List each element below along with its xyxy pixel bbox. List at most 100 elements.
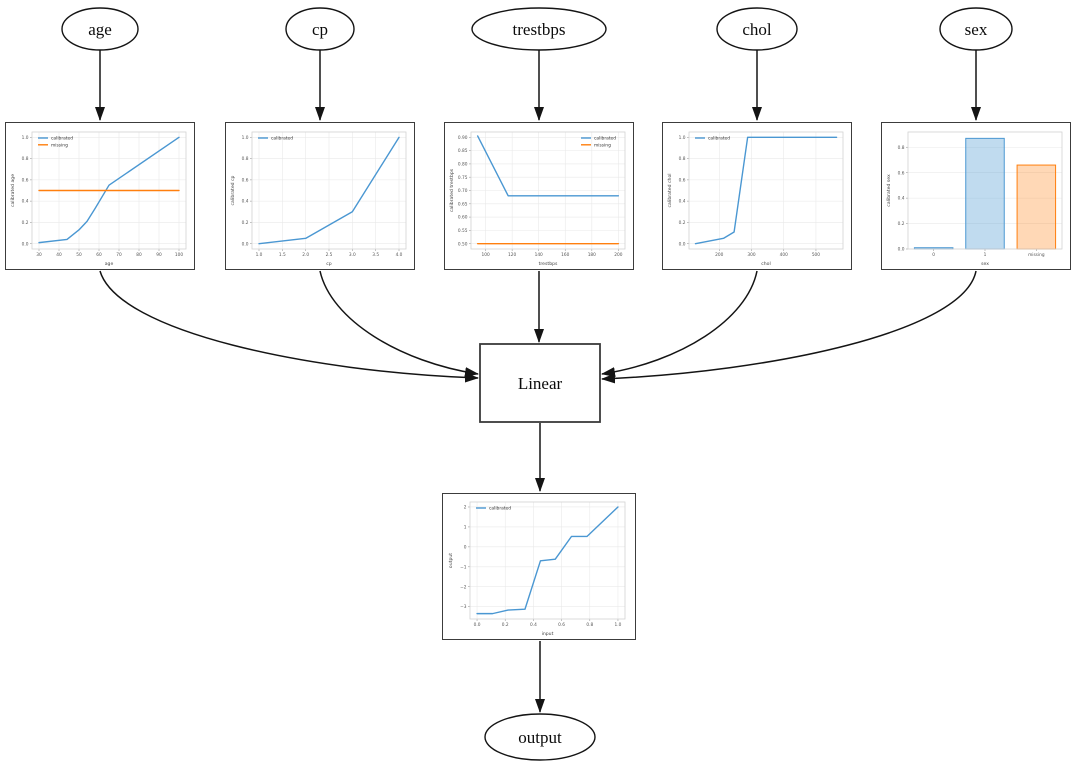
- series-line-calibrated: [476, 135, 620, 197]
- x-tick-label: 140: [535, 252, 543, 258]
- y-tick-label: 0.0: [679, 241, 686, 247]
- plot-border: [31, 131, 187, 250]
- y-axis-label: calibrated cp: [230, 175, 236, 205]
- y-axis-label: calibrated age: [10, 174, 16, 207]
- y-tick-label: 0.8: [22, 156, 29, 162]
- x-tick-label: 0.4: [530, 622, 537, 628]
- plot-border: [251, 131, 407, 250]
- y-tick-label: 0.8: [898, 145, 905, 151]
- y-tick-label: 0.6: [898, 170, 905, 176]
- y-tick-label: 0.4: [898, 196, 905, 202]
- x-tick-label: 30: [36, 252, 42, 258]
- x-tick-label: 120: [508, 252, 516, 258]
- node-output: [484, 713, 596, 761]
- series-line-calibrated: [258, 136, 400, 245]
- y-tick-label: 1.0: [679, 135, 686, 141]
- x-tick-label: 70: [116, 252, 122, 258]
- node-cp: [285, 7, 355, 51]
- node-chol: [716, 7, 798, 51]
- series-line-calibrated: [476, 506, 619, 615]
- y-tick-label: 0: [464, 544, 467, 550]
- x-axis-label: age: [105, 262, 114, 267]
- x-tick-label: 2.5: [326, 252, 333, 258]
- x-tick-label: 160: [561, 252, 569, 258]
- y-tick-label: 0.0: [898, 247, 905, 253]
- y-axis-label: calibrated chol: [667, 173, 673, 207]
- edge-cp-plot-to-linear: [319, 270, 479, 377]
- legend-label-calibrated: calibrated: [51, 136, 73, 142]
- x-tick-label: 0: [932, 252, 935, 258]
- y-axis-label: calibrated sex: [886, 174, 892, 207]
- plot-border: [907, 131, 1063, 250]
- series-line-calibrated: [694, 136, 838, 245]
- node-chol-label: chol: [742, 20, 772, 39]
- y-tick-label: 0.4: [22, 199, 29, 205]
- x-tick-label: 200: [614, 252, 622, 258]
- plot-border: [469, 501, 626, 620]
- plot-border: [470, 131, 626, 250]
- calibrator-plot-sex: 0 1 missing 0.0 0.2 0.4 0.6 0.8 sex calibrated se…: [881, 122, 1071, 270]
- legend-label-calibrated: calibrated: [708, 136, 730, 142]
- y-tick-label: 0.70: [458, 188, 468, 194]
- y-tick-label: 0.4: [679, 199, 686, 205]
- x-axis-label: chol: [761, 261, 771, 267]
- bar-1: [965, 137, 1005, 250]
- y-axis-label: calibrated trestbps: [449, 168, 455, 212]
- y-tick-label: 1: [464, 525, 467, 531]
- node-output-label: output: [518, 728, 562, 747]
- x-tick-label: 180: [588, 252, 596, 258]
- x-tick-label: 400: [780, 252, 788, 258]
- x-axis-label: trestbps: [539, 261, 558, 267]
- y-tick-label: 0.2: [898, 221, 905, 227]
- y-tick-label: 0.50: [458, 241, 468, 247]
- node-cp-label: cp: [312, 20, 328, 39]
- legend-label-missing: missing: [51, 143, 68, 149]
- node-trestbps-label: trestbps: [513, 20, 566, 39]
- y-tick-label: 0.4: [242, 199, 249, 205]
- edge-sex-plot-to-linear: [601, 270, 977, 384]
- y-tick-label: −2: [460, 584, 467, 590]
- x-tick-label: 40: [56, 252, 62, 258]
- y-tick-label: 0.6: [679, 177, 686, 183]
- x-tick-label: 2.0: [302, 252, 309, 258]
- y-tick-label: 0.80: [458, 162, 468, 168]
- x-tick-label: 60: [96, 252, 102, 258]
- x-tick-label: 1.5: [279, 252, 286, 258]
- node-age-label: age: [88, 20, 112, 39]
- series-line-calibrated: [38, 136, 180, 244]
- y-tick-label: 0.2: [679, 220, 686, 226]
- x-tick-label: 80: [136, 252, 142, 258]
- edge-chol-plot-to-linear: [601, 270, 758, 377]
- x-tick-label: 0.8: [586, 622, 593, 628]
- plot-area: [908, 132, 1062, 249]
- y-tick-label: 0.75: [458, 175, 468, 181]
- y-tick-label: 0.8: [242, 156, 249, 162]
- y-tick-label: 0.2: [22, 220, 29, 226]
- x-tick-label: 50: [76, 252, 82, 258]
- y-tick-label: 0.8: [679, 156, 686, 162]
- x-tick-label: 100: [482, 252, 490, 258]
- x-tick-label: 200: [715, 252, 723, 258]
- x-tick-label: 0.0: [474, 622, 481, 628]
- x-tick-label: 100: [175, 252, 183, 258]
- x-tick-label: 1: [984, 252, 987, 258]
- chart-sex: 0 1 missing 0.0 0.2 0.4 0.6 0.8 sex calibrated se…: [886, 131, 1063, 267]
- y-tick-label: −3: [460, 604, 467, 610]
- x-tick-label: 4.0: [396, 252, 403, 258]
- y-tick-label: 0.0: [22, 241, 29, 247]
- x-axis-label: sex: [981, 262, 989, 267]
- x-tick-label: 90: [156, 252, 162, 258]
- plot-border: [688, 131, 844, 250]
- edge-age-plot-to-linear: [99, 270, 479, 383]
- legend-label-calibrated: calibrated: [271, 136, 293, 142]
- node-sex-label: sex: [965, 20, 988, 39]
- x-tick-label: missing: [1028, 252, 1045, 258]
- y-tick-label: 0.90: [458, 135, 468, 141]
